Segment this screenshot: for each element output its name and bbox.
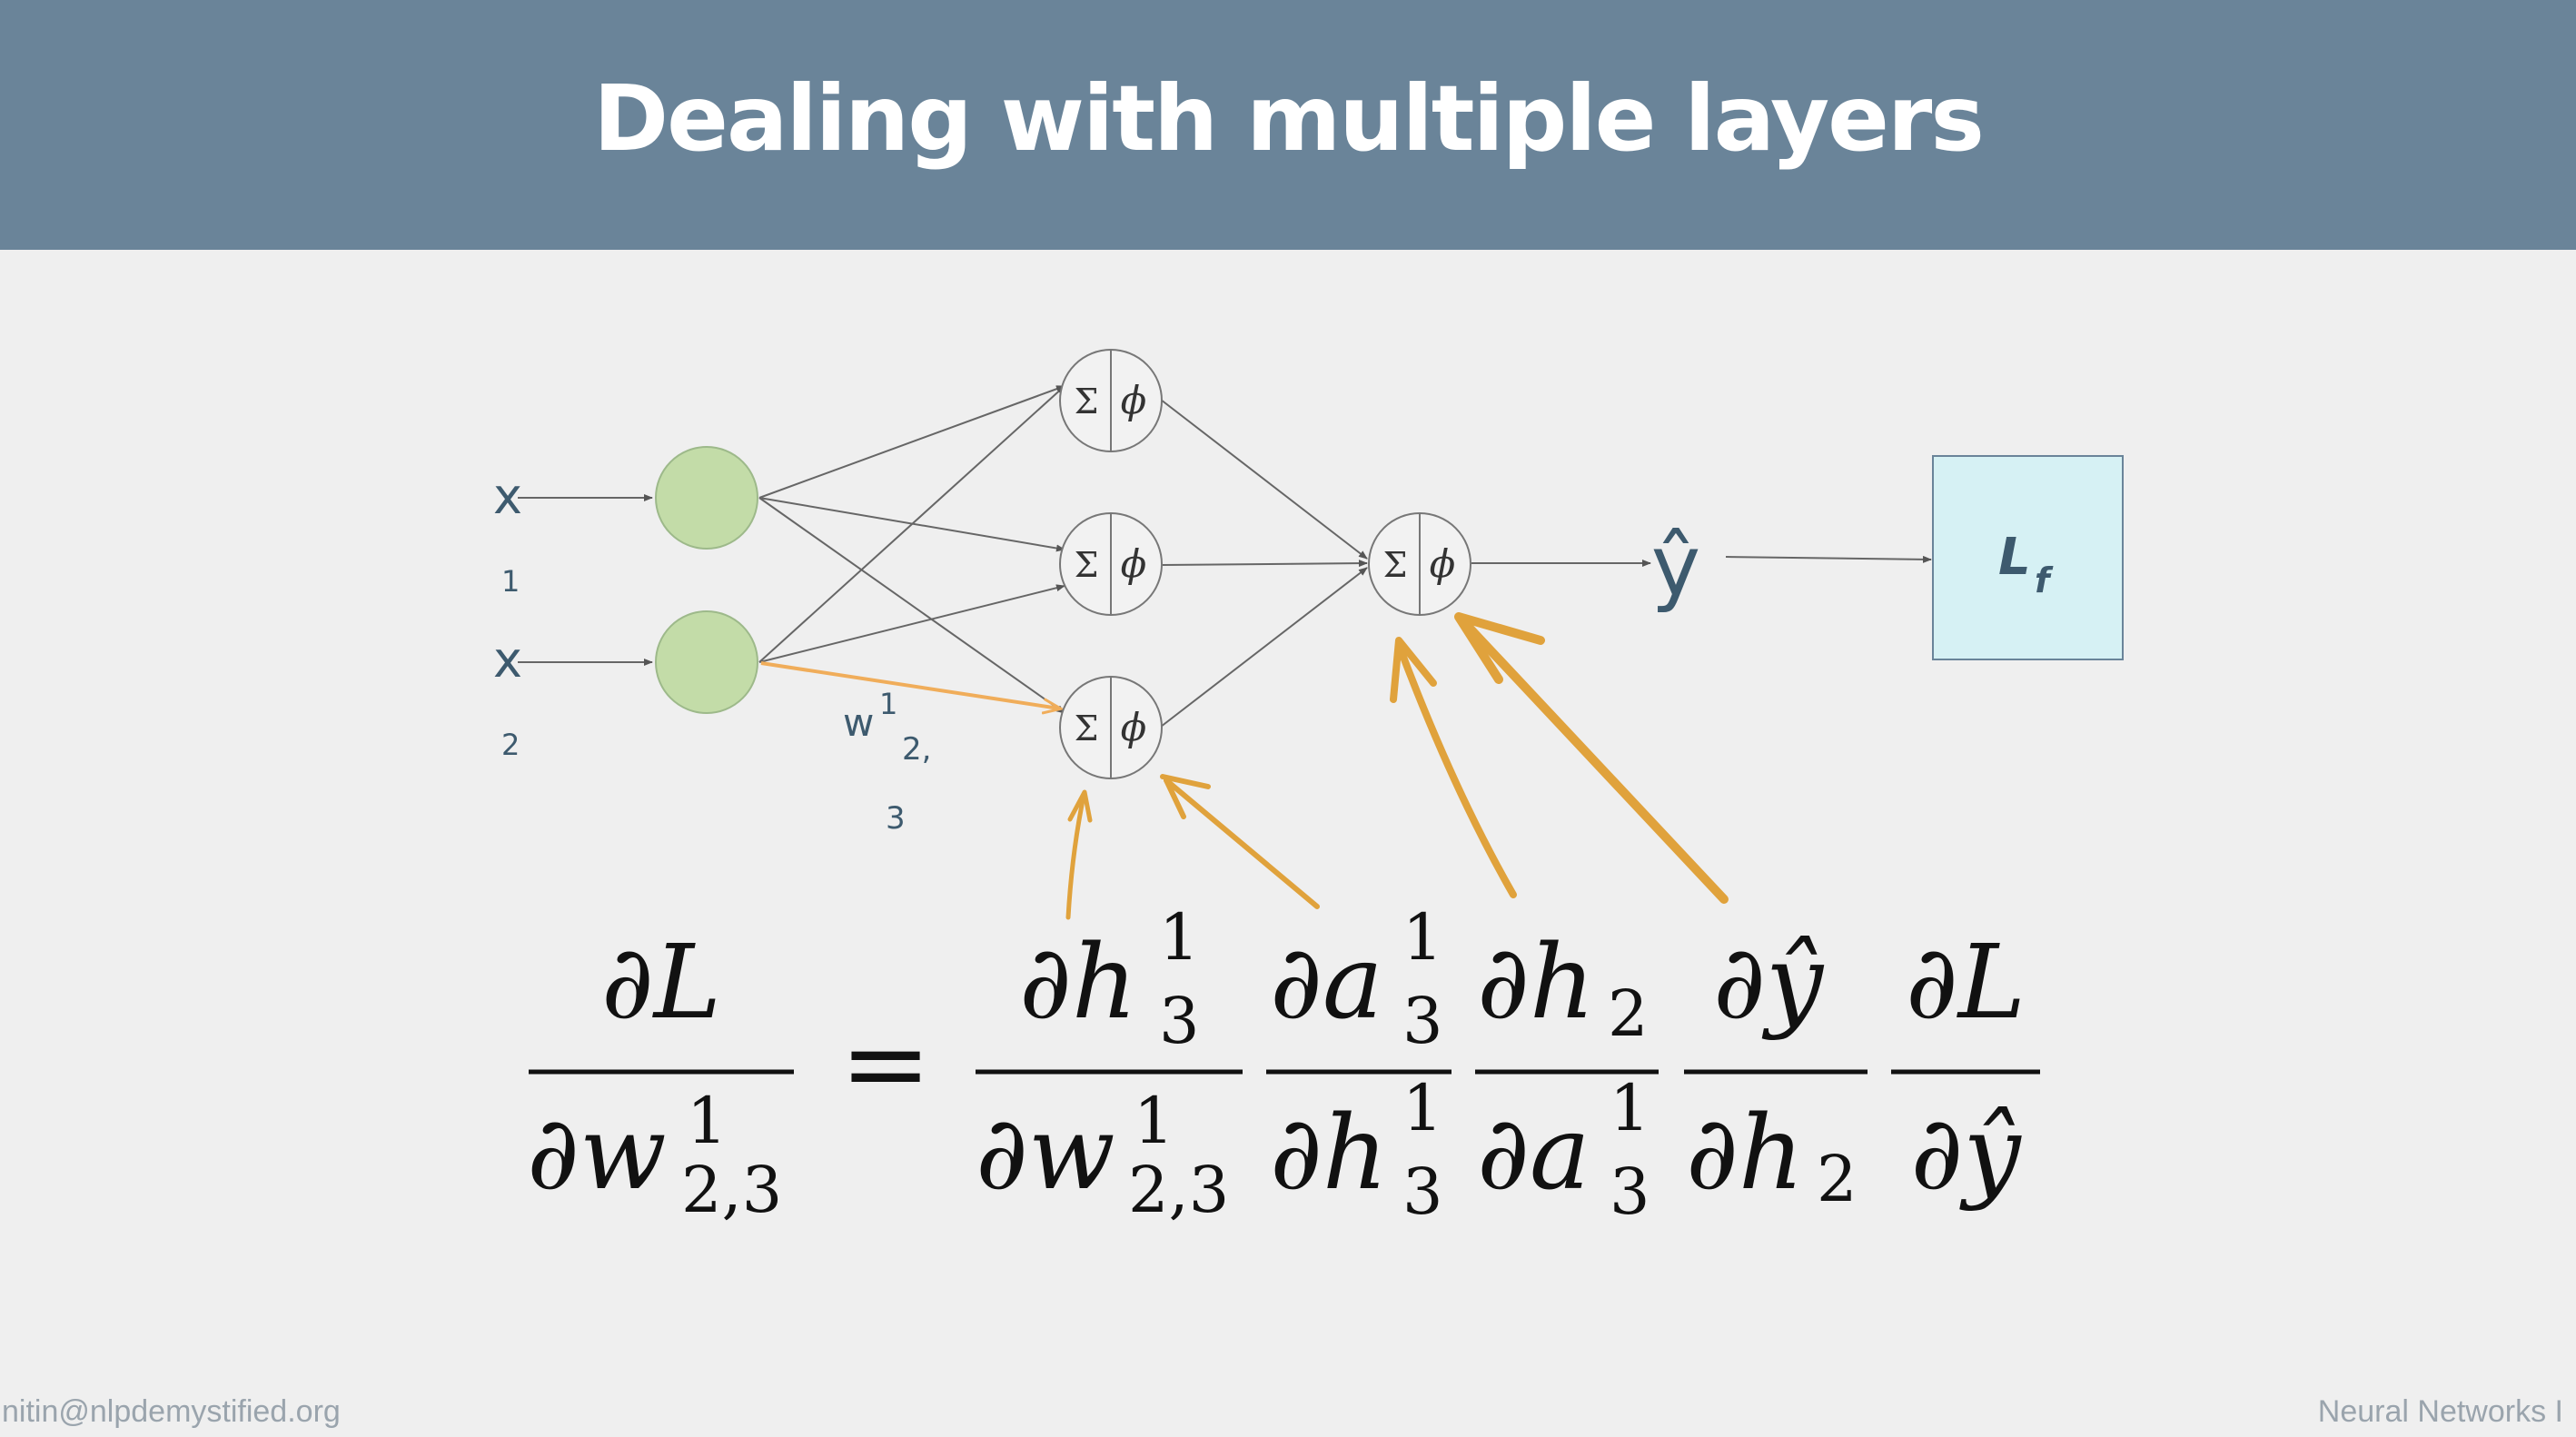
input-hidden-connections [758, 385, 1065, 714]
loss-box: L f [1932, 455, 2124, 660]
factor-2-den-sup: 1 [1402, 1071, 1443, 1145]
factor-2-den: ∂h [1270, 1095, 1388, 1213]
factor-4: ∂ŷ ∂h 2 [1684, 924, 1868, 1216]
factor-3-den-sup: 1 [1610, 1071, 1650, 1145]
factor-1: ∂h 1 3 ∂w 1 2,3 [976, 900, 1243, 1227]
input-labels: x 1 x 2 [493, 468, 522, 762]
factor-1-num-sub: 3 [1159, 984, 1200, 1058]
lhs-den-sub: 2,3 [681, 1153, 782, 1227]
factor-2-num: ∂a [1270, 924, 1383, 1042]
sum-symbol: Σ [1075, 709, 1099, 748]
factor-3-den: ∂a [1477, 1095, 1590, 1213]
hidden-output-connections [1160, 399, 1932, 728]
weight-label-sub-b: 3 [886, 800, 906, 837]
annotation-arrow-1 [1065, 789, 1093, 920]
hidden-neuron-2: Σ ϕ [1059, 512, 1163, 616]
annotation-arrows [1065, 612, 1729, 920]
activation-symbol: ϕ [1121, 541, 1147, 586]
equation-lhs: ∂L ∂w 1 2,3 [527, 924, 794, 1227]
sum-symbol: Σ [1075, 382, 1099, 421]
input-node-2 [655, 610, 758, 714]
hidden-neuron-3: Σ ϕ [1059, 676, 1163, 779]
footer-email: nitin@nlpdemystified.org [2, 1394, 341, 1429]
input-x1-index: 1 [501, 564, 520, 599]
page-title: Dealing with multiple layers [593, 65, 1985, 172]
loss-sub: f [2035, 560, 2054, 600]
title-bar: Dealing with multiple layers [0, 0, 2576, 250]
activation-symbol: ϕ [1121, 705, 1147, 749]
input-node-1 [655, 446, 758, 550]
output-neuron: Σ ϕ [1368, 512, 1471, 616]
factor-3-den-sub: 3 [1610, 1155, 1650, 1229]
loss-arrow [1725, 555, 1932, 563]
input-x2-letter: x [493, 631, 522, 689]
sum-symbol: Σ [1075, 545, 1099, 585]
output-label: ŷ [1651, 518, 1700, 615]
weight-label-letter: w [843, 700, 874, 745]
hidden-neuron-1: Σ ϕ [1059, 349, 1163, 452]
factor-3-num-sub: 2 [1608, 976, 1649, 1051]
factor-2-num-sub: 3 [1402, 984, 1443, 1058]
factor-4-den-sub: 2 [1817, 1142, 1858, 1216]
loss-letter: L [1998, 528, 2031, 587]
factor-5-den: ∂ŷ [1910, 1095, 2022, 1213]
highlighted-weight-arrow [760, 661, 1059, 709]
equals-sign: = [840, 1001, 932, 1127]
annotation-arrow-3 [1390, 637, 1517, 898]
weight-label: w 1 2, 3 [843, 687, 931, 837]
factor-3: ∂h 2 ∂a 1 3 [1475, 924, 1659, 1229]
annotation-arrow-2 [1160, 774, 1320, 909]
input-x1-letter: x [493, 468, 522, 525]
lhs-denominator: ∂w [527, 1095, 667, 1213]
input-arrows [518, 494, 653, 666]
factor-4-num: ∂ŷ [1713, 924, 1825, 1042]
factor-1-den-sub: 2,3 [1128, 1153, 1229, 1227]
activation-symbol: ϕ [1121, 378, 1147, 422]
factor-4-den: ∂h [1686, 1095, 1804, 1213]
footer-course: Neural Networks I [2317, 1394, 2563, 1429]
input-x2-index: 2 [501, 728, 520, 762]
factor-3-num: ∂h [1477, 924, 1595, 1042]
lhs-den-sup: 1 [687, 1084, 728, 1158]
factor-1-num-sup: 1 [1159, 900, 1200, 975]
activation-symbol: ϕ [1430, 541, 1456, 586]
sum-symbol: Σ [1383, 545, 1408, 585]
factor-1-num: ∂h [1019, 924, 1137, 1042]
factor-2-den-sub: 3 [1402, 1155, 1443, 1229]
weight-label-sup: 1 [879, 687, 897, 721]
factor-1-den: ∂w [976, 1095, 1115, 1213]
weight-label-sub-a: 2, [902, 731, 931, 768]
lhs-numerator: ∂L [601, 924, 721, 1042]
factor-1-den-sup: 1 [1134, 1084, 1174, 1158]
annotation-arrow-4 [1454, 612, 1729, 904]
factor-5-num: ∂L [1906, 924, 2026, 1042]
factor-5: ∂L ∂ŷ [1891, 924, 2040, 1213]
chain-rule-equation: ∂L ∂w 1 2,3 = ∂h 1 3 ∂w 1 2,3 ∂a 1 3 ∂h … [527, 900, 2040, 1229]
factor-2: ∂a 1 3 ∂h 1 3 [1266, 900, 1451, 1229]
factor-2-num-sup: 1 [1402, 900, 1443, 975]
